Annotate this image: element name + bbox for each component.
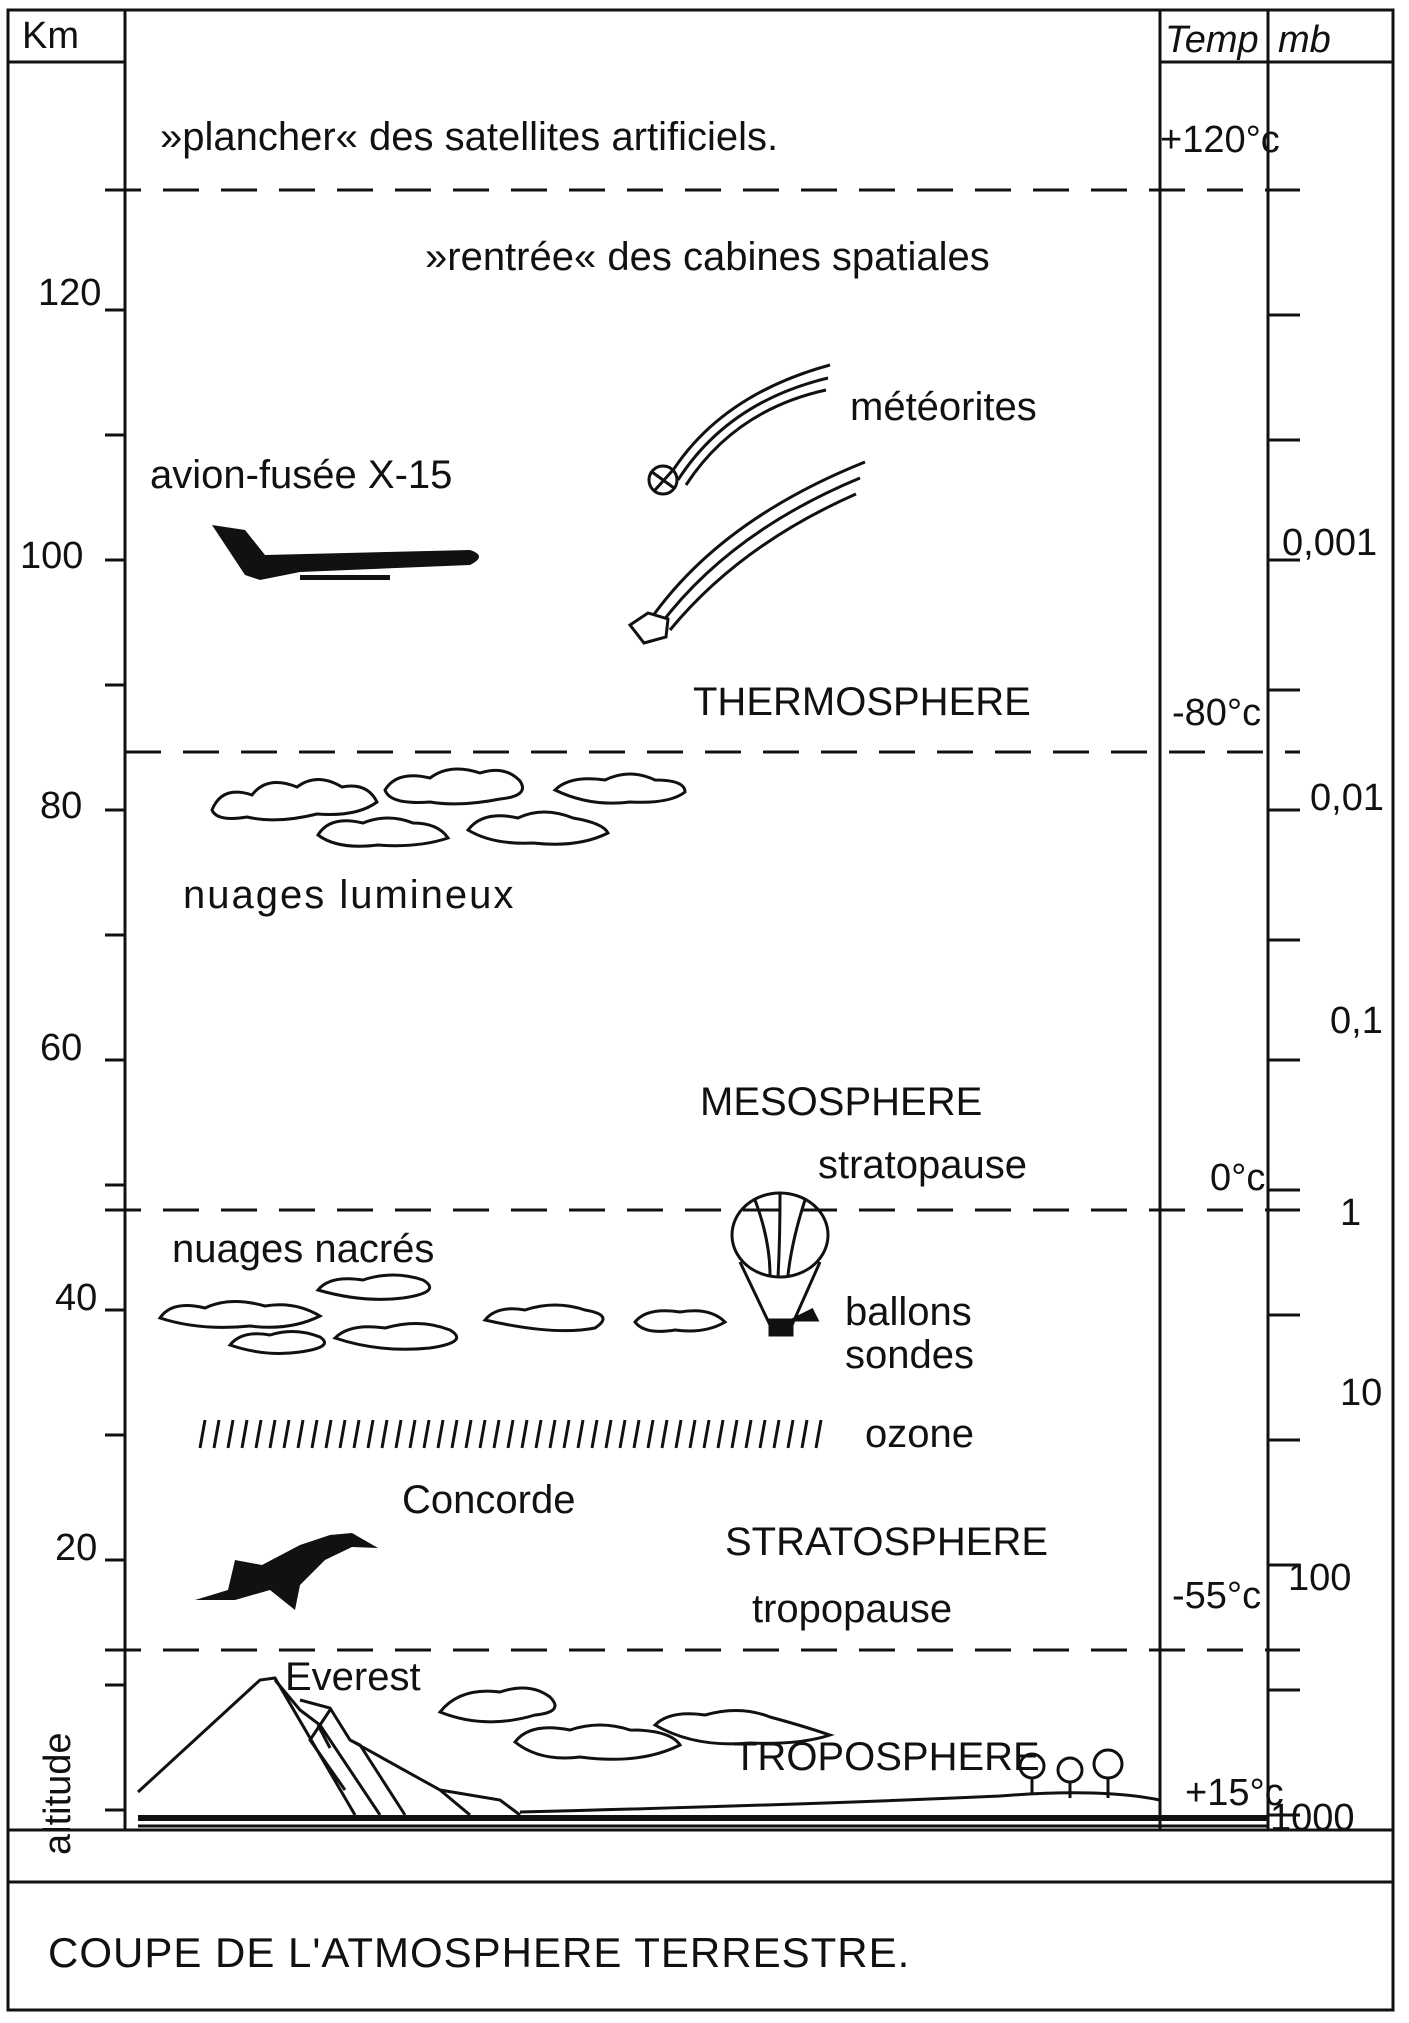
weather-balloon-icon — [730, 1191, 830, 1337]
mb-label-01: 0,1 — [1330, 1000, 1383, 1042]
temp-label-plus120: +120°c — [1160, 119, 1280, 161]
km-tick-40: 40 — [55, 1277, 97, 1319]
x15-label: avion-fusée X-15 — [150, 453, 452, 497]
stratosphere-label: STRATOSPHERE — [725, 1520, 1048, 1564]
noctilucent-clouds-label: nuages lumineux — [183, 873, 515, 917]
concorde-label: Concorde — [402, 1478, 575, 1522]
diagram-frame — [6, 8, 1395, 2012]
concorde-aircraft-icon — [195, 1533, 378, 1610]
balloons-label-line2: sondes — [845, 1333, 974, 1377]
mesosphere-label: MESOSPHERE — [700, 1080, 982, 1124]
ground-line — [138, 1791, 1268, 1828]
mb-label-1: 1 — [1340, 1192, 1361, 1234]
temp-label-0: 0°c — [1210, 1157, 1265, 1199]
mb-label-001: 0,01 — [1310, 777, 1384, 819]
column-header: Km Temp mb — [22, 15, 1331, 61]
x15-aircraft-icon — [212, 525, 479, 580]
mb-label-0001: 0,001 — [1282, 522, 1377, 564]
diagram-caption: COUPE DE L'ATMOSPHERE TERRESTRE. — [48, 1929, 910, 1976]
km-tick-100: 100 — [20, 535, 83, 577]
altitude-label: altitude — [37, 1732, 79, 1855]
km-axis — [105, 308, 125, 1812]
troposphere-clouds-illustration — [437, 1686, 835, 1761]
stratopause-label: stratopause — [818, 1143, 1027, 1187]
layer-boundaries — [105, 188, 1300, 1652]
temp-label-minus80: -80°c — [1172, 692, 1261, 734]
everest-label: Everest — [285, 1655, 421, 1699]
temp-label-minus55: -55°c — [1172, 1575, 1261, 1617]
mb-header: mb — [1278, 19, 1331, 61]
km-tick-60: 60 — [40, 1027, 82, 1069]
satellites-label: »plancher« des satellites artificiels. — [160, 115, 778, 159]
mb-label-100: 100 — [1288, 1557, 1351, 1599]
temp-header: Temp — [1165, 19, 1259, 61]
km-header: Km — [22, 15, 79, 57]
thermosphere-label: THERMOSPHERE — [693, 680, 1031, 724]
km-tick-120: 120 — [38, 272, 101, 314]
reentry-label: »rentrée« des cabines spatiales — [425, 235, 990, 279]
meteorites-label: météorites — [850, 385, 1037, 429]
tropopause-label: tropopause — [752, 1587, 952, 1631]
temp-label-plus15: +15°c — [1185, 1772, 1284, 1814]
km-tick-20: 20 — [55, 1527, 97, 1569]
nacreous-clouds-label: nuages nacrés — [172, 1227, 434, 1271]
meteorite-illustration — [627, 363, 866, 645]
noctilucent-clouds-illustration — [210, 767, 687, 848]
nacreous-clouds-illustration — [157, 1273, 728, 1355]
ozone-label: ozone — [865, 1412, 974, 1456]
trees-icon — [1018, 1748, 1124, 1798]
balloons-label-line1: ballons — [845, 1290, 972, 1334]
km-tick-80: 80 — [40, 785, 82, 827]
mb-label-1000: 1000 — [1270, 1797, 1355, 1839]
mb-label-10: 10 — [1340, 1372, 1382, 1414]
everest-mountains-illustration — [136, 1676, 521, 1817]
ozone-layer-hatching — [198, 1419, 823, 1449]
